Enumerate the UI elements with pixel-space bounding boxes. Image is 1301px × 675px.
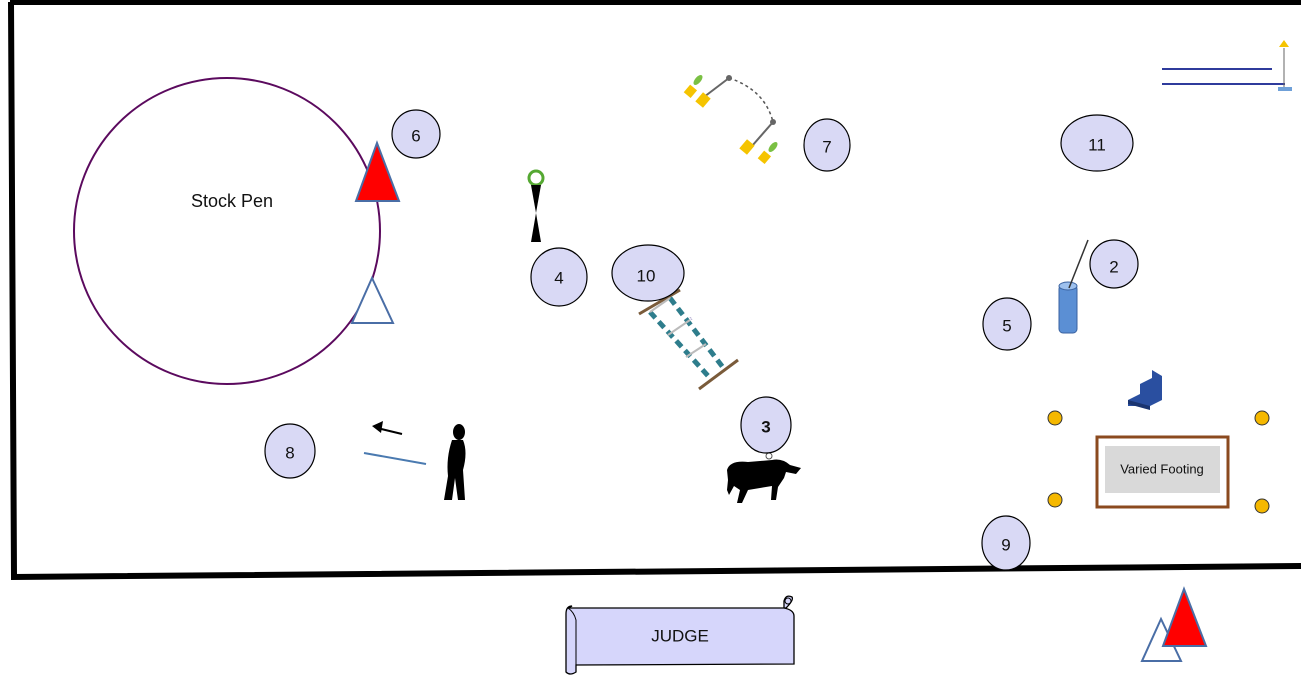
finish-triangle-icon: [350, 275, 395, 324]
station-number: 2: [1109, 258, 1118, 277]
varied-footing-label: Varied Footing: [1120, 462, 1204, 477]
station-marker: 3: [740, 396, 792, 454]
judge-scroll: JUDGE: [565, 595, 795, 675]
cone-icon: [1047, 410, 1063, 426]
start-triangle-icon: [1161, 586, 1208, 647]
station-marker: 9: [981, 515, 1031, 571]
gate-icon: [527, 169, 545, 242]
svg-text:~: ~: [686, 315, 695, 322]
station-marker: 6: [391, 109, 441, 159]
station-number: 4: [554, 269, 563, 288]
mailbox-icon: [1058, 239, 1089, 334]
cone-icon: [1254, 498, 1270, 514]
station-marker: 2: [1089, 239, 1139, 289]
station-number: 9: [1001, 536, 1010, 555]
station-marker: 10: [611, 244, 685, 302]
station-marker: 8: [264, 423, 316, 479]
station-number: 8: [285, 444, 294, 463]
person-icon: [363, 421, 466, 500]
station-number: 5: [1002, 317, 1011, 336]
varied-footing-box: Varied Footing: [1095, 435, 1230, 509]
station-number: 7: [822, 138, 831, 157]
start-triangle-icon: [354, 140, 401, 202]
judge-label: JUDGE: [651, 627, 709, 646]
bridge-icon: ~: [638, 288, 739, 391]
station-marker: 4: [530, 247, 588, 307]
station-marker: 7: [803, 118, 851, 172]
stock-pen: Stock Pen: [73, 77, 381, 385]
bull-icon: [727, 452, 801, 503]
cone-icon: [1254, 410, 1270, 426]
station-number: 6: [411, 127, 420, 146]
rope-gate-icon: [683, 75, 778, 165]
steps-icon: [1128, 370, 1162, 410]
station-number: 10: [637, 267, 656, 286]
station-number: 11: [1088, 136, 1106, 155]
cone-icon: [1047, 492, 1063, 508]
flag-rails-icon: [1162, 40, 1292, 91]
station-number: 3: [761, 418, 770, 437]
station-marker: 5: [982, 297, 1032, 351]
station-marker: 11: [1060, 114, 1134, 172]
stock-pen-label: Stock Pen: [191, 191, 273, 211]
arena-border: [8, 0, 1301, 581]
